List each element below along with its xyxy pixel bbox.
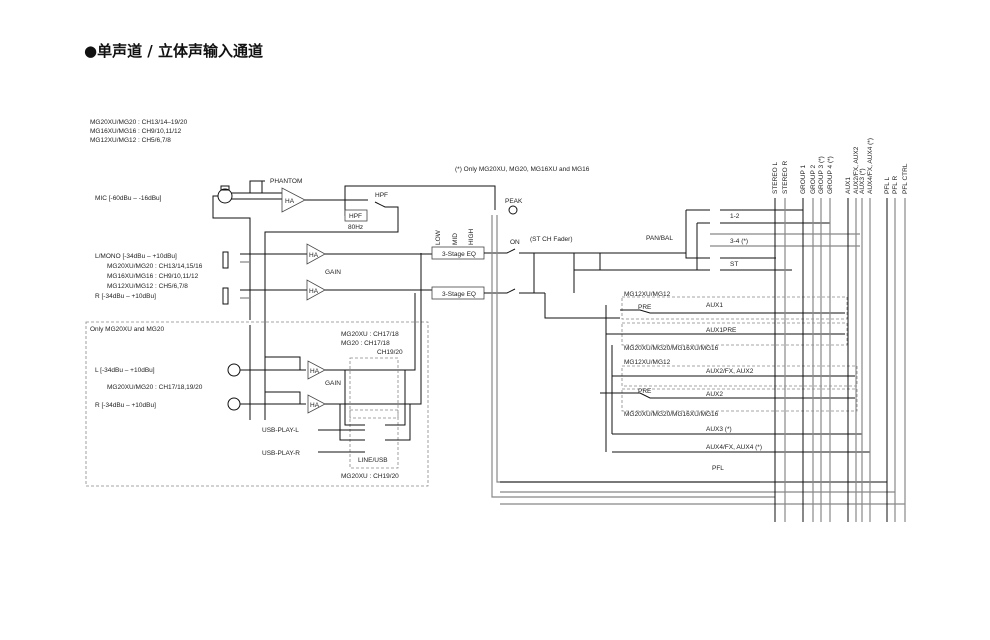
bus-label-2: STEREO R xyxy=(782,160,789,194)
ha-only-l: HA xyxy=(307,360,326,380)
r-label: R [-34dBu – +10dBu] xyxy=(95,293,156,300)
bus-label-9: AUX3 (*) xyxy=(859,168,866,194)
aux3-label: AUX3 (*) xyxy=(706,426,732,433)
only-mg20-box xyxy=(85,321,429,487)
peak-led-icon xyxy=(508,205,518,215)
svg-text:HA: HA xyxy=(310,402,320,409)
pre-label-1: PRE xyxy=(638,304,652,311)
jack-l-icon xyxy=(222,251,229,269)
aux4-label: AUX4/FX, AUX4 (*) xyxy=(706,444,762,451)
mic-label: MIC [-60dBu – -16dBu] xyxy=(95,195,162,202)
bus-label-8: AUX2/FX, AUX2 xyxy=(853,146,860,194)
eq-label-r: 3-Stage EQ xyxy=(442,291,476,298)
svg-text:HA: HA xyxy=(309,252,319,259)
bus-label-10: AUX4/FX, AUX4 (*) xyxy=(867,138,874,194)
lmono-label: L/MONO [-34dBu – +10dBu] xyxy=(95,253,177,260)
eq-band-low: LOW xyxy=(435,229,442,245)
jack-only-r-icon xyxy=(227,397,241,411)
svg-text:HA: HA xyxy=(309,288,319,295)
on-label: ON xyxy=(510,239,520,246)
only-models: MG20XU/MG20 : CH17/18,19/20 xyxy=(107,384,203,391)
model-ch-2: MG16XU/MG16 : CH9/10,11/12 xyxy=(90,128,182,135)
only-box-label: Only MG20XU and MG20 xyxy=(90,326,164,333)
bus-label-1: STEREO L xyxy=(772,161,779,194)
bus-label-5: GROUP 3 (*) xyxy=(818,156,825,194)
hpf-freq: 80Hz xyxy=(348,224,363,231)
xlr-connector-icon xyxy=(217,185,233,204)
lmono-model-1: MG20XU/MG20 : CH13/14,15/16 xyxy=(107,263,203,270)
bus-label-4: GROUP 2 xyxy=(810,164,817,194)
model-ch-1: MG20XU/MG20 : CH13/14–19/20 xyxy=(90,119,188,126)
sw-12-label: 1-2 xyxy=(730,213,740,220)
ch-b: MG20 : CH17/18 xyxy=(341,340,390,347)
page-title: ●单声道 / 立体声输入通道 xyxy=(84,42,264,60)
model-ch-3: MG12XU/MG12 : CH5/6,7/8 xyxy=(90,137,171,144)
aux2-label: AUX2 xyxy=(706,391,723,398)
ch-c: CH19/20 xyxy=(377,349,403,356)
mg20-a-label: MG20XU/MG20/MG16XU/MG16 xyxy=(624,345,719,352)
note-text: (*) Only MG20XU, MG20, MG16XU and MG16 xyxy=(455,166,590,173)
svg-text:HA: HA xyxy=(310,368,320,375)
aux1pre-label: AUX1PRE xyxy=(706,327,737,334)
phantom-label: PHANTOM xyxy=(270,178,302,185)
gain-only-label: GAIN xyxy=(325,380,341,387)
svg-text:HA: HA xyxy=(285,198,295,205)
bus-label-13: PFL CTRL xyxy=(902,163,909,194)
bus-label-12: PFL R xyxy=(892,176,899,194)
jack-only-l-icon xyxy=(227,363,241,377)
mg12-b-label: MG12XU/MG12 xyxy=(624,359,671,366)
sw-st-label: ST xyxy=(730,261,738,268)
bus-label-6: GROUP 4 (*) xyxy=(827,156,834,194)
peak-label: PEAK xyxy=(505,198,523,205)
only-r-label: R [-34dBu – +10dBu] xyxy=(95,402,156,409)
ch-d: MG20XU : CH19/20 xyxy=(341,473,399,480)
ha-only-r: HA xyxy=(307,394,326,414)
only-l-label: L [-34dBu – +10dBu] xyxy=(95,367,155,374)
pfl-label: PFL xyxy=(712,465,724,472)
bus-label-7: AUX1 xyxy=(845,177,852,194)
jack-r-icon xyxy=(222,287,229,305)
mg20-b-label: MG20XU/MG20/MG16XU/MG16 xyxy=(624,411,719,418)
ha-mic: HA xyxy=(281,187,306,213)
eq-label-l: 3-Stage EQ xyxy=(442,251,476,258)
line-usb-label: LINE/USB xyxy=(358,457,388,464)
lmono-model-3: MG12XU/MG12 : CH5/6,7/8 xyxy=(107,283,188,290)
ha-l: HA xyxy=(306,243,326,265)
lmono-model-2: MG16XU/MG16 : CH9/10,11/12 xyxy=(107,273,199,280)
mg12-a-label: MG12XU/MG12 xyxy=(624,291,671,298)
hpf-box-label: HPF xyxy=(349,213,362,220)
pre-label-2: PRE xyxy=(638,388,652,395)
ha-r: HA xyxy=(306,279,326,301)
pan-label: PAN/BAL xyxy=(646,235,673,242)
bus-label-11: PFL L xyxy=(884,177,891,194)
usb-l-label: USB-PLAY-L xyxy=(262,427,299,434)
hpf-switch-label: HPF xyxy=(375,192,388,199)
fader-label: (ST CH Fader) xyxy=(530,236,573,243)
bus-label-3: GROUP 1 xyxy=(800,164,807,194)
gain-label: GAIN xyxy=(325,269,341,276)
hpf-box xyxy=(344,209,368,222)
usb-r-label: USB-PLAY-R xyxy=(262,450,300,457)
aux2fx-label: AUX2/FX, AUX2 xyxy=(706,368,754,375)
sw-34-label: 3-4 (*) xyxy=(730,238,748,245)
aux1-label: AUX1 xyxy=(706,302,723,309)
eq-band-high: HIGH xyxy=(468,228,475,245)
ch-a: MG20XU : CH17/18 xyxy=(341,331,399,338)
eq-band-mid: MID xyxy=(452,233,459,245)
